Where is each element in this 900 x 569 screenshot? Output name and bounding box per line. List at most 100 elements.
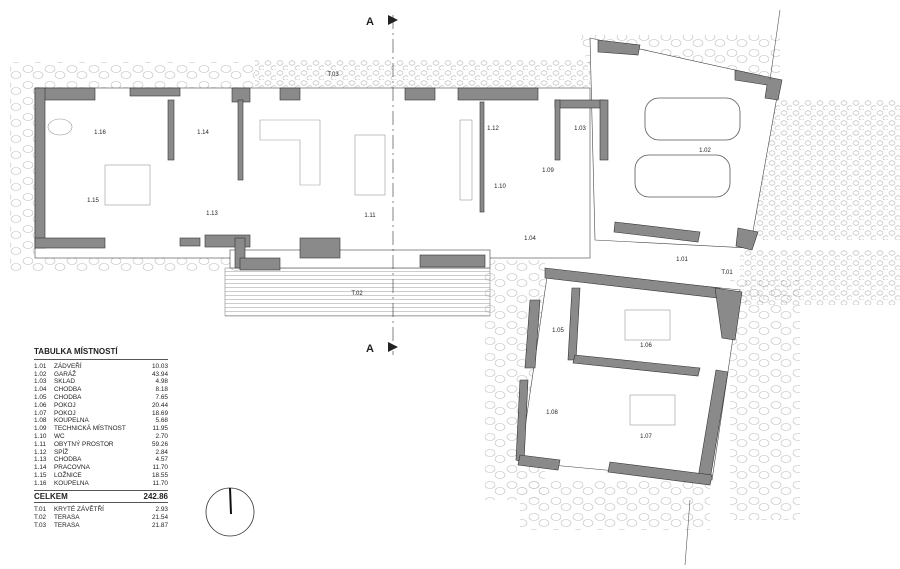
table-row: T.01 KRYTÉ ZÁVĚTŘÍ 2.93 [34, 506, 168, 514]
room-id: 1.11 [34, 440, 46, 448]
room-label: 1.12 [487, 126, 499, 132]
room-id: T.01 [34, 506, 47, 514]
section-line-a: A A [366, 15, 398, 355]
room-label: 1.04 [524, 236, 536, 242]
room-name: TERASA [54, 521, 80, 529]
room-name: SPÍŽ [54, 448, 69, 456]
room-id: 1.06 [34, 401, 47, 409]
room-id: 1.09 [34, 425, 47, 433]
room-label: 1.08 [546, 410, 558, 416]
room-area: 4.57 [155, 456, 168, 464]
room-area: 11.70 [152, 464, 168, 472]
room-id: 1.15 [34, 471, 47, 479]
room-area: 11.70 [152, 479, 168, 487]
room-name: ZÁDVEŘÍ [54, 362, 82, 370]
table-row: 1.14 PRACOVNA 11.70 [34, 464, 168, 472]
room-id: 1.03 [34, 378, 47, 386]
room-area: 18.55 [152, 471, 168, 479]
room-area: 43.94 [152, 370, 168, 378]
room-area: 2.84 [155, 448, 168, 456]
room-id: 1.14 [34, 464, 47, 472]
access-line [769, 9, 781, 81]
room-labels: 1.16 1.14 1.15 1.13 1.11 1.12 1.10 1.09 … [87, 72, 733, 440]
room-label: 1.06 [640, 343, 652, 349]
section-arrow-icon [388, 15, 398, 25]
table-row: 1.12 SPÍŽ 2.84 [34, 449, 168, 457]
walls [34, 39, 783, 486]
room-area: 7.65 [155, 393, 168, 401]
room-area: 2.93 [155, 506, 168, 514]
room-label: 1.11 [364, 213, 376, 219]
room-label: 1.05 [552, 328, 564, 334]
room-id: 1.05 [34, 393, 47, 401]
interior [34, 37, 781, 481]
table-row: 1.13 CHODBA 4.57 [34, 456, 168, 464]
room-label: 1.14 [197, 130, 209, 136]
room-label: T.02 [351, 291, 363, 297]
room-area: 20.44 [152, 401, 168, 409]
room-area: 2.70 [155, 432, 168, 440]
table-row: 1.11 OBYTNÝ PROSTOR 59.26 [34, 441, 168, 449]
room-area: 59.26 [152, 440, 168, 448]
table-row: 1.15 LOŽNICE 18.55 [34, 472, 168, 480]
room-name: SKLAD [54, 378, 75, 386]
room-name: LOŽNICE [54, 471, 82, 479]
room-label: 1.09 [542, 168, 554, 174]
access-line [684, 499, 691, 566]
room-table-title: TABULKA MÍSTNOSTÍ [34, 348, 168, 360]
room-label: 1.16 [94, 130, 106, 136]
room-name: TERASA [54, 514, 80, 522]
gravel-path [740, 250, 900, 305]
table-row: 1.02 GARÁŽ 43.94 [34, 371, 168, 379]
table-row: T.02 TERASA 21.54 [34, 514, 168, 522]
room-name: CHODBA [54, 456, 82, 464]
room-area: 8.18 [155, 386, 168, 394]
room-area: 21.54 [152, 514, 168, 522]
table-row: 1.01 ZÁDVEŘÍ 10.03 [34, 363, 168, 371]
room-name: GARÁŽ [54, 370, 77, 378]
room-id: T.02 [34, 514, 47, 522]
room-name: TECHNICKÁ MÍSTNOST [54, 425, 126, 433]
room-label: 1.07 [640, 434, 652, 440]
room-area: 18.69 [152, 409, 168, 417]
room-name: PRACOVNA [54, 464, 90, 472]
room-list: 1.01 ZÁDVEŘÍ 10.03 1.02 GARÁŽ 43.94 1.03 SKLAD 4… [34, 363, 168, 488]
room-area: 10.03 [152, 362, 168, 370]
room-label: 1.03 [574, 126, 586, 132]
room-id: 1.04 [34, 386, 47, 394]
table-row: T.03 TERASA 21.87 [34, 522, 168, 530]
section-marker-top: A [366, 16, 374, 28]
room-name: OBYTNÝ PROSTOR [54, 440, 114, 448]
room-name: WC [54, 432, 65, 440]
room-id: 1.10 [34, 432, 47, 440]
room-name: CHODBA [54, 393, 82, 401]
furniture [47, 118, 676, 426]
room-area: 11.95 [152, 425, 168, 433]
room-table: TABULKA MÍSTNOSTÍ 1.01 ZÁDVEŘÍ 10.03 1.02 GA… [34, 348, 168, 530]
car-icons [634, 97, 741, 198]
room-id: 1.07 [34, 409, 47, 417]
total-label: CELKEM [34, 491, 68, 501]
section-marker-bottom: A [366, 343, 374, 355]
room-id: 1.02 [34, 370, 47, 378]
room-area: 5.68 [155, 417, 168, 425]
room-area: 21.87 [152, 521, 168, 529]
room-name: KRYTÉ ZÁVĚTŘÍ [54, 506, 104, 514]
room-label: 1.01 [676, 257, 688, 263]
room-id: 1.16 [34, 479, 47, 487]
room-id: 1.12 [34, 448, 47, 456]
north-arrow-icon [205, 487, 255, 537]
room-id: 1.01 [34, 362, 47, 370]
room-label: 1.02 [699, 148, 711, 154]
room-table-total: CELKEM 242.86 [34, 489, 168, 504]
room-id: T.03 [34, 521, 47, 529]
room-id: 1.13 [34, 456, 47, 464]
room-label: T.01 [721, 270, 733, 276]
